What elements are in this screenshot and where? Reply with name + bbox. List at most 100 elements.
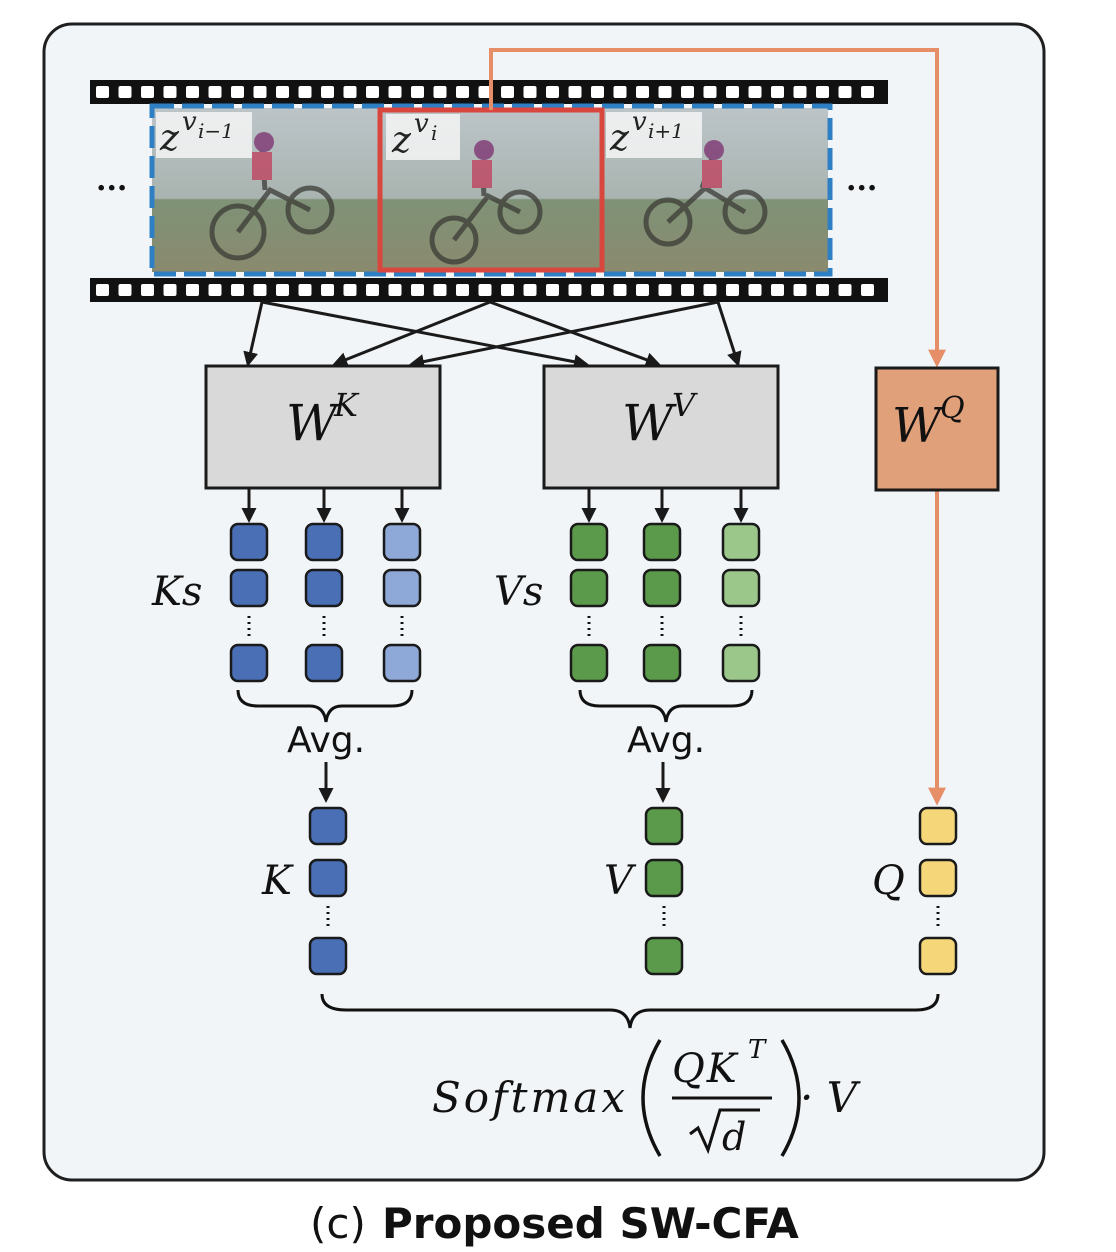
key-token <box>308 936 348 976</box>
key-token <box>304 643 344 683</box>
sprocket-hole <box>366 86 379 98</box>
sprocket-hole <box>366 284 379 296</box>
rider-silhouette-prev <box>209 132 335 261</box>
sprocket-hole <box>613 284 627 296</box>
formula-left-paren <box>641 1039 662 1157</box>
sprocket-hole <box>658 284 672 296</box>
sprocket-hole <box>276 86 289 98</box>
value-token <box>569 643 609 683</box>
vs-avg-label: Avg. <box>627 720 705 761</box>
svg-text:z: z <box>391 120 412 161</box>
sprocket-hole <box>523 284 537 296</box>
sprocket-hole <box>298 86 312 98</box>
formula-func: Softmax <box>432 1073 628 1122</box>
sprocket-hole <box>681 86 694 98</box>
sprocket-hole <box>748 86 762 98</box>
weight-query-box: W Q <box>874 366 1000 492</box>
sprocket-hole <box>816 284 829 296</box>
value-token <box>642 522 682 562</box>
svg-text:W: W <box>622 394 677 452</box>
weight-output-arrows <box>241 488 749 523</box>
value-token <box>644 936 684 976</box>
ks-avg-label: Avg. <box>287 720 365 761</box>
sprocket-hole <box>591 86 604 98</box>
sprocket-hole <box>568 86 582 98</box>
rider-silhouette-current <box>429 140 543 265</box>
key-token-columns <box>229 522 422 683</box>
value-token <box>569 522 609 562</box>
figure-caption: (c) Proposed SW-CFA <box>310 1199 799 1248</box>
frames-ellipsis-right: ... <box>846 163 877 198</box>
key-token <box>229 522 269 562</box>
film-strip: z v i−1 z v i z v i+1 ... ... <box>90 80 888 302</box>
sprocket-hole <box>96 86 109 98</box>
value-token <box>642 643 682 683</box>
svg-text:W: W <box>892 398 945 454</box>
formula-right-paren <box>780 1039 801 1157</box>
svg-text:i+1: i+1 <box>648 119 684 143</box>
caption-title: Proposed SW-CFA <box>382 1199 799 1248</box>
attention-formula: Softmax QK T d · V <box>432 1035 861 1159</box>
formula-numerator-sup: T <box>748 1035 767 1065</box>
sprocket-hole <box>726 284 739 296</box>
sprocket-hole <box>253 284 267 296</box>
sprocket-hole <box>636 86 649 98</box>
query-token <box>918 936 958 976</box>
sprocket-hole <box>343 284 357 296</box>
sprocket-hole <box>748 284 762 296</box>
sprocket-hole <box>771 284 784 296</box>
sprocket-hole <box>231 86 244 98</box>
sprocket-hole <box>433 284 447 296</box>
weight-key-box: W K <box>204 364 442 490</box>
sprocket-hole <box>838 86 852 98</box>
rider-silhouette-next <box>643 140 768 247</box>
value-token <box>644 806 684 846</box>
sprocket-hole <box>186 284 199 296</box>
sprocket-hole <box>501 86 514 98</box>
sprocket-hole <box>118 86 132 98</box>
formula-sqrt <box>689 1108 760 1155</box>
sprocket-hole <box>636 284 649 296</box>
sprocket-hole <box>523 86 537 98</box>
sprocket-hole <box>681 284 694 296</box>
sprocket-hole <box>771 86 784 98</box>
sprocket-hole <box>546 284 559 296</box>
sprocket-hole <box>703 284 717 296</box>
query-path-arrow <box>489 48 946 806</box>
key-tokens <box>308 806 348 976</box>
value-tokens <box>644 806 684 976</box>
sprocket-hole <box>726 86 739 98</box>
vs-label: Vs <box>494 569 543 615</box>
sprocket-hole <box>478 86 492 98</box>
vs-average-brace <box>578 689 754 723</box>
value-token <box>569 568 609 608</box>
sprocket-hole <box>816 86 829 98</box>
sprocket-hole <box>456 284 469 296</box>
key-token <box>229 643 269 683</box>
sprocket-hole <box>141 86 154 98</box>
sprocket-hole <box>388 86 402 98</box>
svg-text:W: W <box>286 394 341 452</box>
svg-text:V: V <box>672 386 698 424</box>
key-token <box>229 568 269 608</box>
sprocket-hole <box>793 284 807 296</box>
sprocket-hole <box>793 86 807 98</box>
sprocket-hole <box>321 284 334 296</box>
svg-text:i: i <box>431 121 437 145</box>
key-token <box>382 522 422 562</box>
svg-text:i−1: i−1 <box>198 119 234 143</box>
formula-numerator: QK <box>672 1046 739 1092</box>
formula-tail: · V <box>800 1073 861 1122</box>
sprocket-hole <box>411 86 424 98</box>
query-tokens <box>918 806 958 976</box>
sprocket-hole <box>253 86 267 98</box>
svg-text:v: v <box>182 107 197 137</box>
key-token <box>382 643 422 683</box>
sprocket-hole <box>838 284 852 296</box>
sprocket-hole <box>388 284 402 296</box>
weight-value-box: W V <box>542 364 780 490</box>
sprocket-hole <box>456 86 469 98</box>
svg-text:v: v <box>632 107 647 137</box>
sprocket-hole <box>478 284 492 296</box>
svg-text:v: v <box>414 109 429 139</box>
